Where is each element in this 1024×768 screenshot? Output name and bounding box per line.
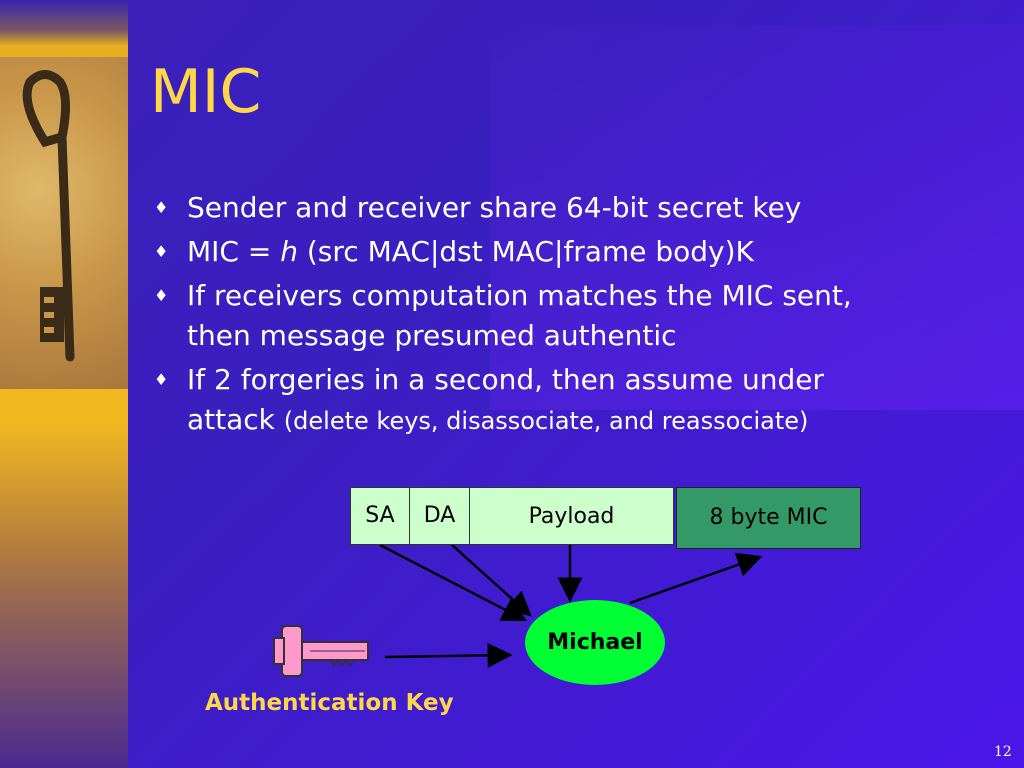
arrow-da-to-michael <box>451 544 532 617</box>
bullet-item: ♦ If receivers computation matches the M… <box>152 276 1002 356</box>
antique-key-image <box>0 57 128 389</box>
arrow-key-to-michael <box>384 642 513 668</box>
frame-field-da: DA <box>409 487 470 545</box>
diamond-icon: ♦ <box>154 370 169 389</box>
arrow-sa-to-michael <box>379 543 528 622</box>
bullet-item: ♦ Sender and receiver share 64-bit secre… <box>152 188 1002 228</box>
bullet-item: ♦ If 2 forgeries in a second, then assum… <box>152 360 1002 441</box>
diamond-icon: ♦ <box>154 242 169 261</box>
bullet-text: Sender and receiver share 64-bit secret … <box>187 191 802 224</box>
bullet-list: ♦ Sender and receiver share 64-bit secre… <box>152 188 1002 445</box>
bullet-item: ♦ MIC = h (src MAC|dst MAC|frame body)K <box>152 232 1002 272</box>
bullet-text-line1: If receivers computation matches the MIC… <box>187 279 852 312</box>
diamond-icon: ♦ <box>154 286 169 305</box>
page-number: 12 <box>994 744 1012 760</box>
frame-field-payload: Payload <box>469 487 674 545</box>
bullet-text-line2: then message presumed authentic <box>187 319 677 352</box>
bullet-text-post: (src MAC|dst MAC|frame body)K <box>297 235 754 268</box>
bullet-text-parenthetical: (delete keys, disassociate, and reassoci… <box>283 407 809 435</box>
antique-key-icon <box>22 70 75 362</box>
mic-field-box: 8 byte MIC <box>676 487 861 549</box>
bullet-text-italic: h <box>280 235 298 268</box>
bullet-text-line2: attack <box>187 403 284 436</box>
bullet-text-pre: MIC = <box>187 235 281 268</box>
background-glow <box>490 25 1024 410</box>
authentication-key-label: Authentication Key <box>205 690 454 716</box>
slide-title: MIC <box>150 57 262 127</box>
arrow-michael-to-mic <box>629 552 763 605</box>
frame-field-sa: SA <box>350 487 410 545</box>
diamond-icon: ♦ <box>154 198 169 217</box>
key-icon <box>273 625 369 677</box>
michael-ellipse: Michael <box>525 600 665 685</box>
bullet-text-line1: If 2 forgeries in a second, then assume … <box>187 363 824 396</box>
